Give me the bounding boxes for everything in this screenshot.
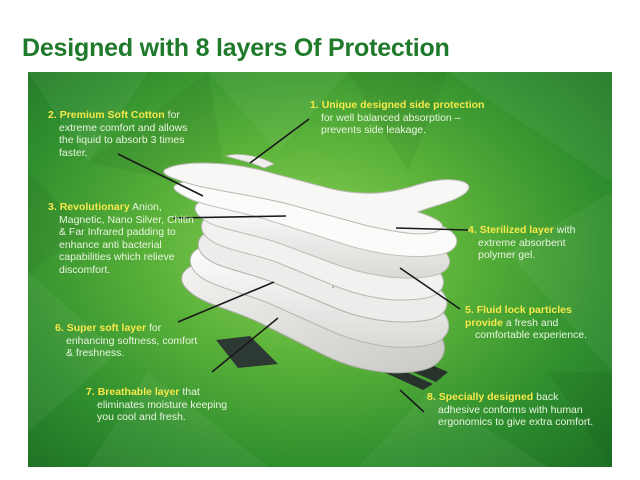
layer-1-head: Unique designed side protection xyxy=(321,99,485,111)
layer-7-number: 7. xyxy=(86,386,95,398)
layer-2-inline: for xyxy=(167,109,180,121)
label-layer-4: 4. Sterilized layer with extreme absorbe… xyxy=(468,224,598,262)
pad-layers-illustration xyxy=(117,118,470,413)
layer-6-number: 6. xyxy=(55,322,64,334)
layer-4-inline: with xyxy=(556,224,576,236)
layer-1-side-wings xyxy=(163,162,470,235)
layer-5-number: 5. xyxy=(465,304,474,316)
layer-2-text: extreme comfort and allows the liquid to… xyxy=(59,121,188,159)
layer-8-head: Specially designed xyxy=(438,391,534,403)
label-layer-3: 3. Revolutionary Anion, Magnetic, Nano S… xyxy=(48,201,198,276)
layer-4-number: 4. xyxy=(468,224,477,236)
layer-5-inline: a fresh and xyxy=(505,316,559,329)
layer-4-text: extreme absorbent polymer gel. xyxy=(478,236,566,262)
layer-2-head: Premium Soft Cotton xyxy=(59,109,165,121)
layer-7-text: eliminates moisture keeping you cool and… xyxy=(97,398,228,424)
layer-2-number: 2. xyxy=(48,109,57,121)
layer-3-text: Magnetic, Nano Silver, Chitin & Far Infr… xyxy=(59,213,194,276)
leader-lines xyxy=(117,118,469,413)
layer-6-text: enhancing softness, comfort & freshness. xyxy=(66,334,198,360)
diagram-panel: 1. Unique designed side protection for w… xyxy=(28,72,612,467)
layer-3-inline: Anion, xyxy=(132,201,162,213)
layer-1-text: for well balanced absorption – prevents … xyxy=(321,111,461,137)
layer-6-head: Super soft layer xyxy=(66,322,147,334)
page-title: Designed with 8 layers Of Protection xyxy=(22,34,450,62)
label-layer-2: 2. Premium Soft Cotton for extreme comfo… xyxy=(48,109,198,159)
layer-6-inline: for xyxy=(148,322,162,334)
label-layer-8: 8. Specially designed back adhesive conf… xyxy=(427,391,597,429)
label-layer-5: 5. Fluid lock particles provide a fresh … xyxy=(465,304,595,342)
label-layer-7: 7. Breathable layer that eliminates mois… xyxy=(86,386,236,424)
layer-4-head: Sterilized layer xyxy=(479,224,554,236)
layer-5-head: Fluid lock particles provide xyxy=(465,304,572,329)
layer-3-number: 3. xyxy=(48,201,57,213)
layer-8-number: 8. xyxy=(427,391,436,403)
background-triangles xyxy=(28,72,612,467)
label-layer-1: 1. Unique designed side protection for w… xyxy=(310,99,500,137)
label-layer-6: 6. Super soft layer for enhancing softne… xyxy=(55,322,205,360)
layer-7-inline: that xyxy=(182,386,200,398)
wing-tab xyxy=(224,154,275,169)
layer-3-head: Revolutionary xyxy=(59,201,130,213)
layer-7-head: Breathable layer xyxy=(97,386,180,398)
layer-1-number: 1. xyxy=(310,99,319,111)
layer-5-text: comfortable experience. xyxy=(475,329,588,341)
layer-8-inline: back xyxy=(536,391,559,403)
layer-8-text: adhesive conforms with human ergonomics … xyxy=(438,403,594,429)
